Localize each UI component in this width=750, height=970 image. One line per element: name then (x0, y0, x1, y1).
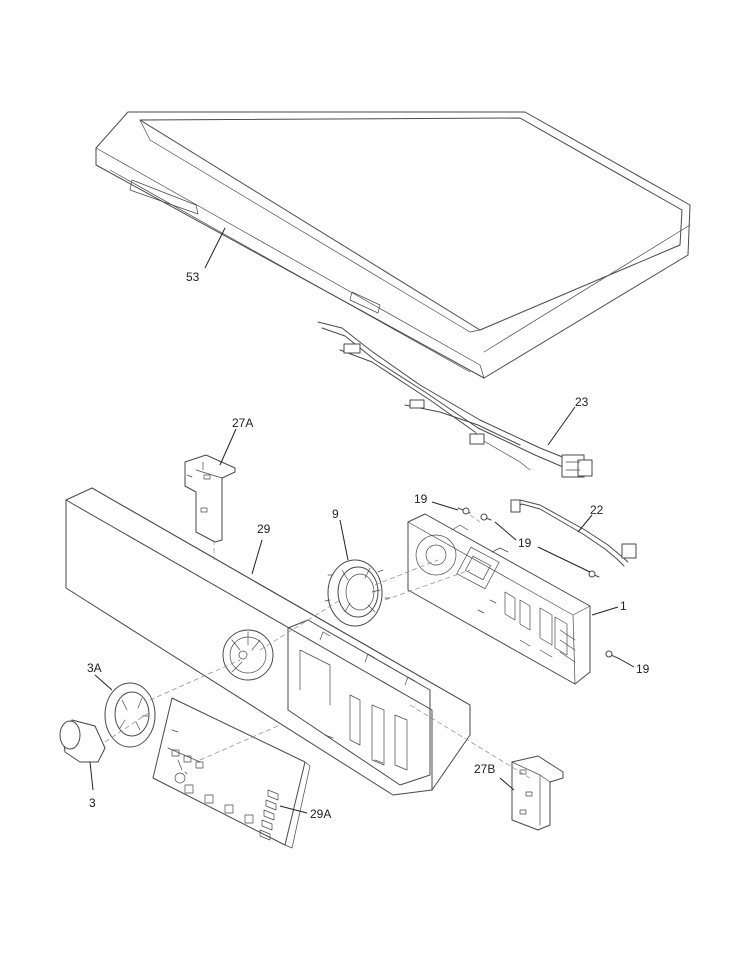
label-bezel-ring: 3A (87, 661, 102, 675)
label-screw-upper: 19 (414, 492, 428, 506)
label-top-panel: 53 (186, 270, 200, 284)
leader-27b (499, 777, 515, 791)
leader-27a (219, 428, 237, 466)
bezel-ring-part (104, 682, 156, 748)
label-knob-ring: 9 (332, 507, 339, 521)
screw-upper-part (457, 507, 471, 515)
leader-23 (547, 406, 576, 446)
label-wire-22: 22 (590, 503, 604, 517)
wire-harness-part (317, 321, 593, 478)
leader-19-middle-b (537, 546, 591, 573)
alignment-lines (104, 514, 531, 779)
screw-lower-part (605, 650, 619, 659)
knob-part (59, 719, 106, 763)
top-panel-part (95, 111, 691, 379)
bracket-left-part (184, 454, 236, 543)
label-bracket-right: 27B (474, 762, 495, 776)
leader-29a (279, 805, 308, 814)
knob-ring-part (324, 559, 391, 627)
label-wire-harness: 23 (575, 395, 589, 409)
leader-9 (339, 519, 349, 561)
leader-1 (591, 606, 619, 616)
leader-19-upper (431, 501, 459, 511)
leader-53 (204, 227, 226, 269)
control-board-part (407, 513, 591, 685)
leader-3a (94, 674, 113, 691)
leader-19-middle-a (494, 521, 517, 541)
leader-19-lower (617, 657, 635, 668)
label-overlay: 29A (310, 807, 331, 821)
screw-middle-part (480, 513, 600, 578)
label-control-board: 1 (620, 599, 627, 613)
bracket-right-part (511, 755, 564, 831)
leader-29 (251, 539, 263, 575)
label-screw-lower: 19 (636, 662, 650, 676)
leader-3 (89, 761, 94, 791)
wire-22-part (510, 499, 637, 567)
overlay-part (152, 697, 311, 849)
label-knob: 3 (89, 796, 96, 810)
label-console: 29 (257, 522, 271, 536)
console-part (65, 487, 471, 796)
label-screw-middle: 19 (518, 536, 532, 550)
label-bracket-left: 27A (232, 416, 253, 430)
leader-22 (577, 514, 593, 533)
